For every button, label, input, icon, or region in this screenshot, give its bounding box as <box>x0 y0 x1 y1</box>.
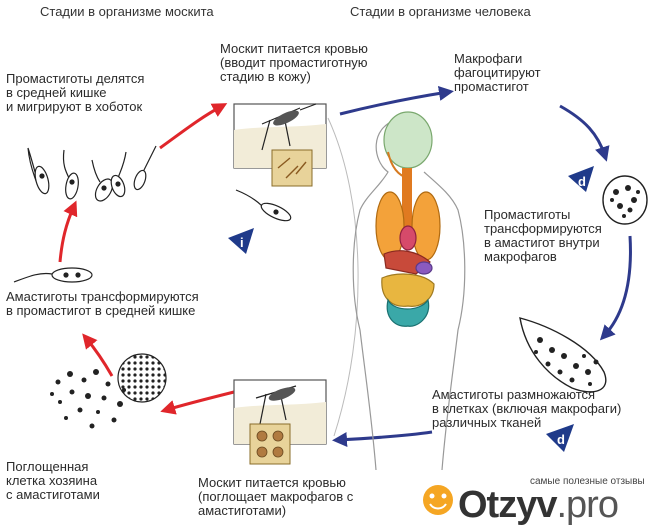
watermark-brand-tld: .pro <box>556 484 618 526</box>
red-arrow-up-to-promastigotes <box>58 200 78 263</box>
header-human-stages: Стадии в организме человека <box>350 4 531 19</box>
badge-i: i <box>228 228 254 254</box>
red-arrow-up-to-transform <box>82 333 114 377</box>
badge-d-top: d <box>568 166 594 192</box>
transforming-parasite <box>13 267 93 283</box>
blue-arrow-down-to-tissue <box>599 235 632 341</box>
svg-text:d: d <box>578 174 586 189</box>
human-body-figure <box>352 111 466 471</box>
red-arrow-to-bite <box>159 103 228 150</box>
label-transform-to-amastigote: Промастиготы трансформируются в амастиго… <box>484 207 602 264</box>
otzyv-logo-icon <box>423 485 453 515</box>
mosquito-bite-panel-bottom <box>233 379 327 465</box>
host-cell-with-amastigotes <box>50 353 167 429</box>
watermark-brand: Otzyv.pro <box>458 484 619 527</box>
label-host-cell: Поглощенная клетка хозяина с амастиготам… <box>6 459 100 502</box>
stage-divider-curve <box>327 117 359 437</box>
watermark-brand-name: Otzyv <box>458 484 557 526</box>
blue-arrow-to-macrophage-cell <box>559 104 610 162</box>
mosquito-bite-panel-top <box>233 103 327 187</box>
promastigotes-cluster <box>27 145 157 202</box>
label-amastigote-to-promastigote: Амастиготы трансформируются в промастиго… <box>6 289 199 318</box>
tissue-cell-with-amastigotes <box>519 317 607 393</box>
header-mosquito-stages: Стадии в организме москита <box>40 4 214 19</box>
badge-d-bottom: d <box>546 424 574 452</box>
red-arrow-to-host-cell <box>160 390 235 415</box>
label-mosquito-bite-ingest: Москит питается кровью (поглощает макроф… <box>198 475 354 518</box>
svg-text:d: d <box>557 432 565 447</box>
watermark-tagline: самые полезные отзывы <box>530 476 645 487</box>
macrophage-cell <box>602 175 648 225</box>
blue-arrow-to-macrophages <box>339 85 454 116</box>
free-promastigote <box>235 189 292 222</box>
svg-text:i: i <box>240 235 244 250</box>
blue-arrow-to-mosquito-bite <box>332 430 433 448</box>
label-mosquito-bite-inject: Москит питается кровью (вводит промастиг… <box>220 41 368 84</box>
label-amastigotes-multiply: Амастиготы размножаются в клетках (включ… <box>432 387 622 430</box>
label-promastigotes-midgut: Промастиготы делятся в средней кишке и м… <box>6 71 145 114</box>
label-macrophages-phagocytose: Макрофаги фагоцитируют промастигот <box>454 51 541 94</box>
